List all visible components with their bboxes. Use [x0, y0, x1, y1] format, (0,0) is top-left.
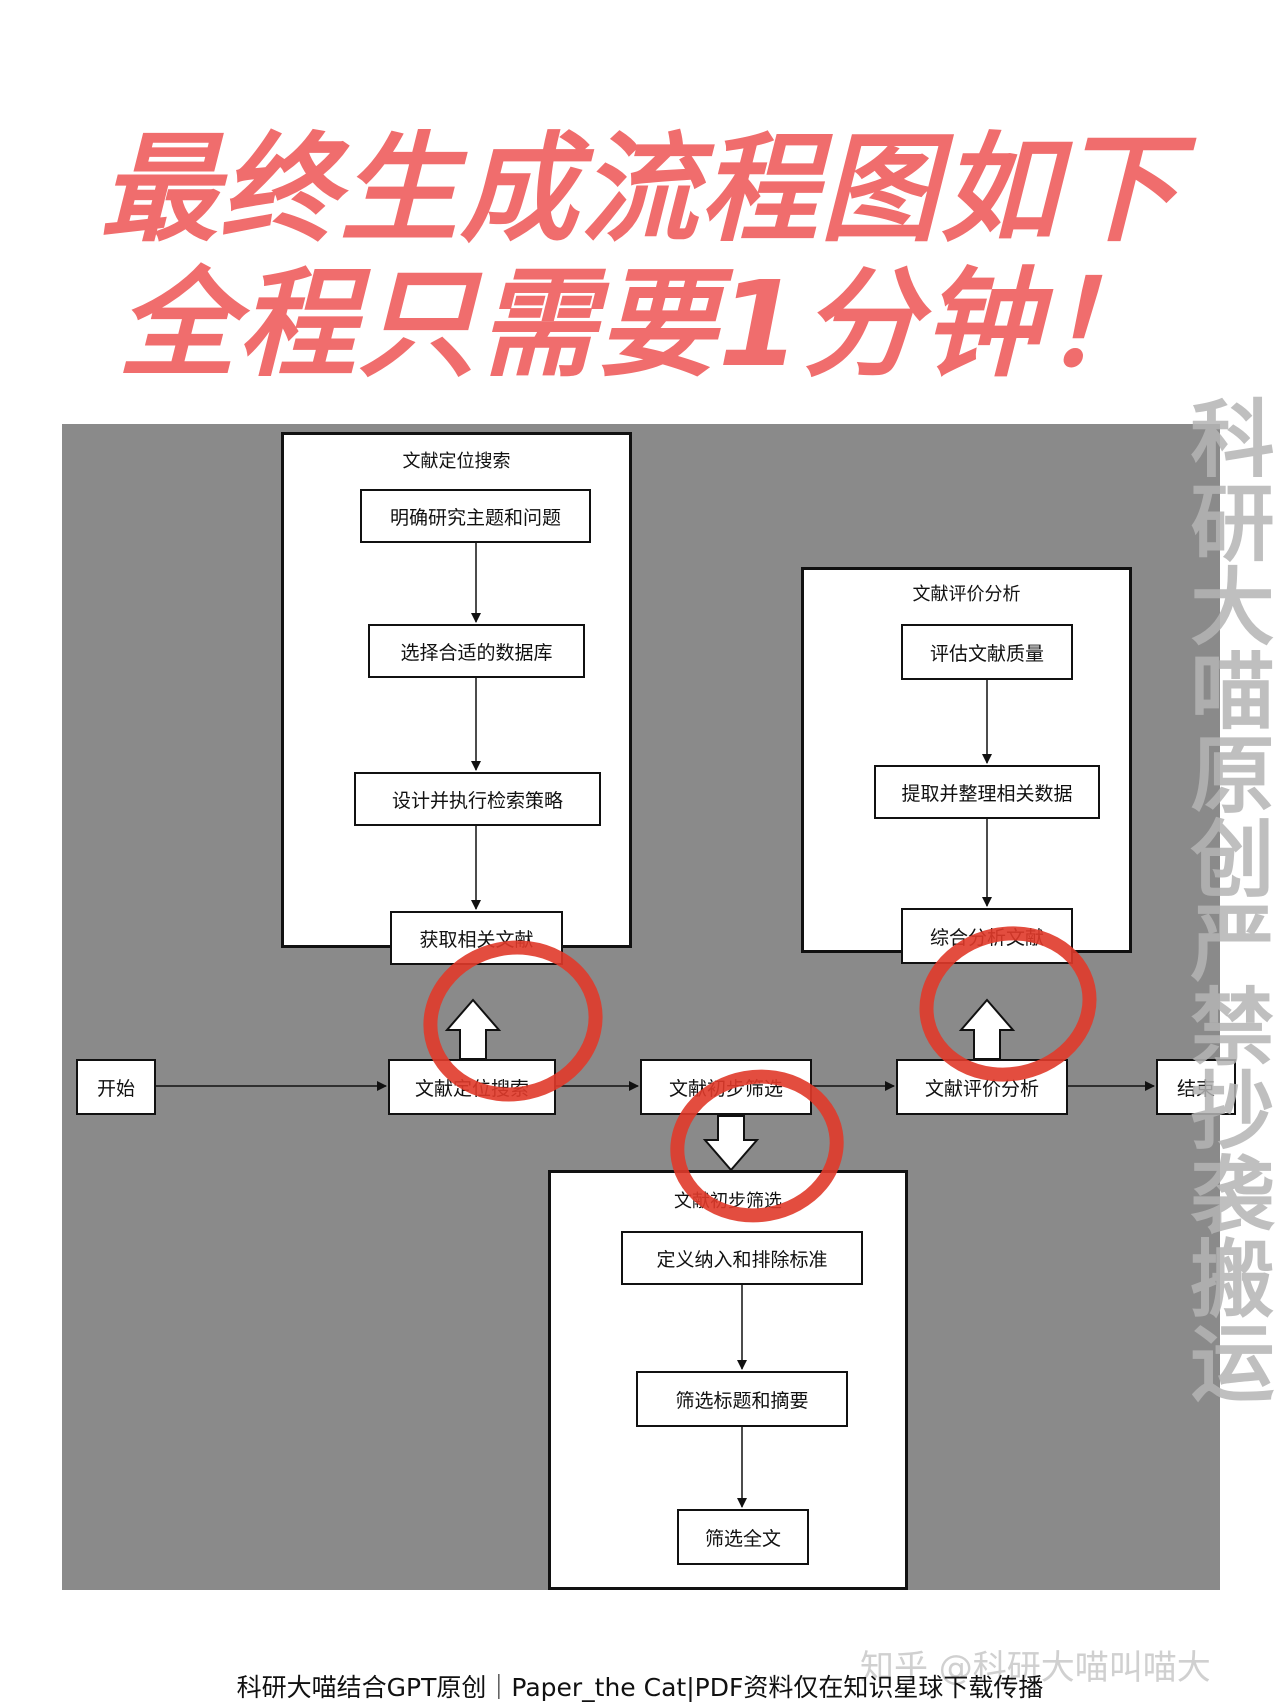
block-arrow-down-screen [702, 1115, 760, 1172]
group-search-title: 文献定位搜索 [402, 451, 511, 472]
highlight-circle-screen [670, 1069, 844, 1223]
flow-start: 开始 [76, 1059, 156, 1115]
headline-line-1: 最终生成流程图如下 [99, 120, 1180, 258]
screen-step-2: 筛选标题和摘要 [636, 1371, 848, 1427]
footer-caption: 科研大喵结合GPT原创｜Paper_the Cat|PDF资料仅在知识星球下载传… [236, 1673, 1044, 1702]
flow-end: 结束 [1156, 1059, 1236, 1115]
zhihu-watermark: 知乎 @科研大喵叫喵大 [860, 1648, 1211, 1688]
eval-step-2: 提取并整理相关数据 [874, 765, 1100, 819]
group-eval-title: 文献评价分析 [912, 584, 1021, 605]
screen-step-1: 定义纳入和排除标准 [621, 1231, 863, 1285]
highlight-circle-eval [919, 926, 1097, 1082]
flowchart-canvas: 文献定位搜索 明确研究主题和问题 选择合适的数据库 设计并执行检索策略 获取相关… [62, 424, 1236, 1590]
block-arrow-up-eval [958, 998, 1016, 1060]
highlight-circle-search [423, 940, 603, 1102]
screen-step-3: 筛选全文 [677, 1509, 809, 1565]
search-step-3: 设计并执行检索策略 [354, 772, 601, 826]
block-arrow-up-search [444, 998, 502, 1060]
search-step-1: 明确研究主题和问题 [360, 489, 591, 543]
eval-step-1: 评估文献质量 [901, 624, 1073, 680]
search-step-2: 选择合适的数据库 [368, 624, 585, 678]
headline-line-2: 全程只需要1分钟！ [117, 255, 1163, 393]
vertical-watermark: 科研大喵原创严禁抄袭搬运 [1177, 395, 1275, 1403]
